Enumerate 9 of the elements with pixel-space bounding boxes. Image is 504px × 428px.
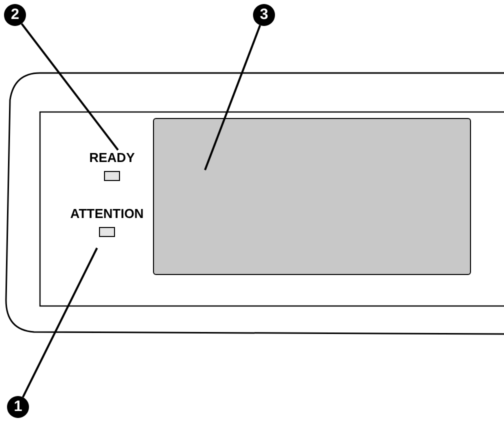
callout-number: 3	[253, 4, 275, 26]
leader-line	[20, 23, 119, 151]
callout-number: 1	[7, 396, 29, 418]
leader-line	[204, 24, 262, 170]
leader-line	[22, 248, 98, 398]
indicator-label: READY	[89, 150, 135, 166]
callout-number: 2	[4, 4, 26, 26]
display-screen	[153, 118, 471, 275]
indicator-label: ATTENTION	[70, 206, 144, 222]
